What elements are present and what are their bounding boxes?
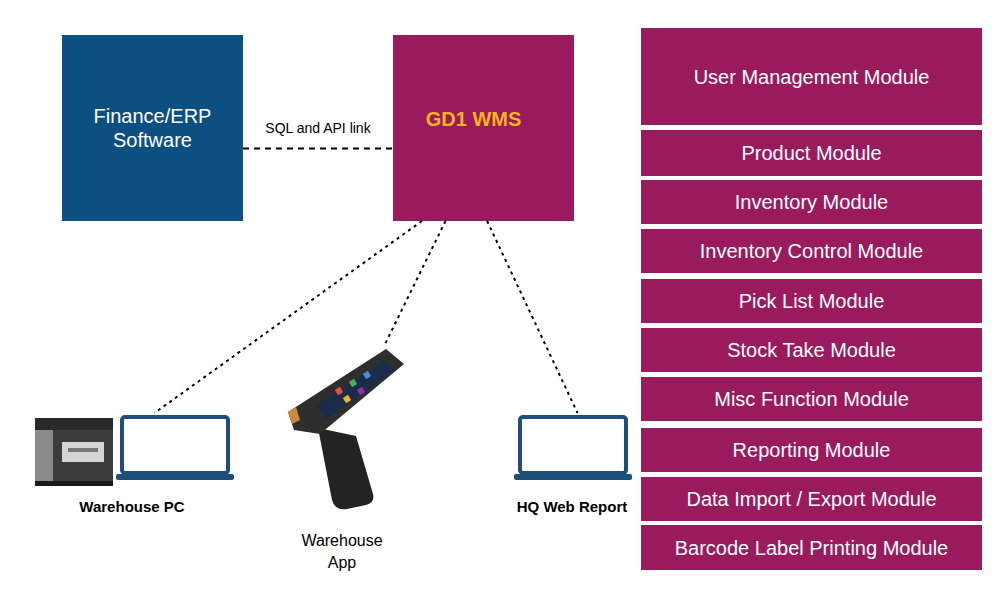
printer-window: [62, 442, 104, 462]
device-label: HQ Web Report: [507, 496, 637, 518]
app-icon: [349, 379, 357, 387]
module-box: Reporting Module: [641, 428, 982, 472]
box-label: Stock Take Module: [727, 338, 896, 362]
scanner-body: [288, 349, 404, 434]
scanner-screen: [316, 361, 395, 419]
dashed-connector: [385, 221, 446, 345]
app-icon: [335, 387, 343, 395]
dashed-connector: [243, 147, 393, 149]
app-icon: [343, 395, 351, 403]
laptop-icon: [514, 417, 632, 480]
box-label: User Management Module: [694, 65, 930, 89]
device-node: HQ Web Report: [515, 413, 633, 480]
device-label: Warehouse App: [297, 530, 387, 574]
box-label: GD1 WMS: [426, 107, 522, 131]
scan-window: [288, 407, 300, 424]
module-box: Barcode Label Printing Module: [641, 525, 982, 570]
edge-label: SQL and API link: [265, 120, 370, 136]
laptop-icon: [116, 417, 234, 480]
module-box: Pick List Module: [641, 279, 982, 323]
erp-box: Finance/ERP Software: [62, 35, 243, 221]
scanner-handle: [318, 428, 373, 509]
device-node: Warehouse App: [285, 345, 405, 510]
module-box: Inventory Control Module: [641, 229, 982, 273]
box-label: Finance/ERP Software: [72, 104, 233, 152]
module-box: Inventory Module: [641, 180, 982, 224]
handheld-scanner: [288, 349, 404, 509]
module-box: Misc Function Module: [641, 377, 982, 421]
box-label: Product Module: [741, 141, 881, 165]
laptop-base: [514, 474, 632, 480]
printer-body: [35, 420, 113, 483]
printer-slot: [68, 448, 98, 452]
printer-side: [35, 430, 53, 483]
box-label: Misc Function Module: [714, 387, 909, 411]
laptop-screen: [520, 417, 626, 473]
laptop-base: [116, 474, 234, 480]
dashed-connector: [487, 221, 577, 413]
app-icon: [357, 387, 365, 395]
wms-box: GD1 WMS: [393, 35, 574, 221]
laptop-screen: [122, 417, 228, 473]
module-box: User Management Module: [641, 28, 982, 125]
dashed-connector: [154, 221, 421, 413]
box-label: Reporting Module: [733, 438, 891, 462]
device-label: Warehouse PC: [74, 496, 190, 518]
module-box: Product Module: [641, 130, 982, 176]
app-icon: [363, 371, 371, 379]
box-label: Inventory Module: [735, 190, 888, 214]
box-label: Barcode Label Printing Module: [675, 536, 949, 560]
module-box: Stock Take Module: [641, 328, 982, 372]
printer-lid: [35, 418, 113, 430]
device-node: Warehouse PC: [118, 413, 232, 480]
printer-base: [35, 481, 113, 486]
label-printer: [35, 418, 113, 486]
box-label: Inventory Control Module: [700, 239, 923, 263]
box-label: Data Import / Export Module: [686, 487, 936, 511]
module-box: Data Import / Export Module: [641, 477, 982, 521]
box-label: Pick List Module: [739, 289, 885, 313]
